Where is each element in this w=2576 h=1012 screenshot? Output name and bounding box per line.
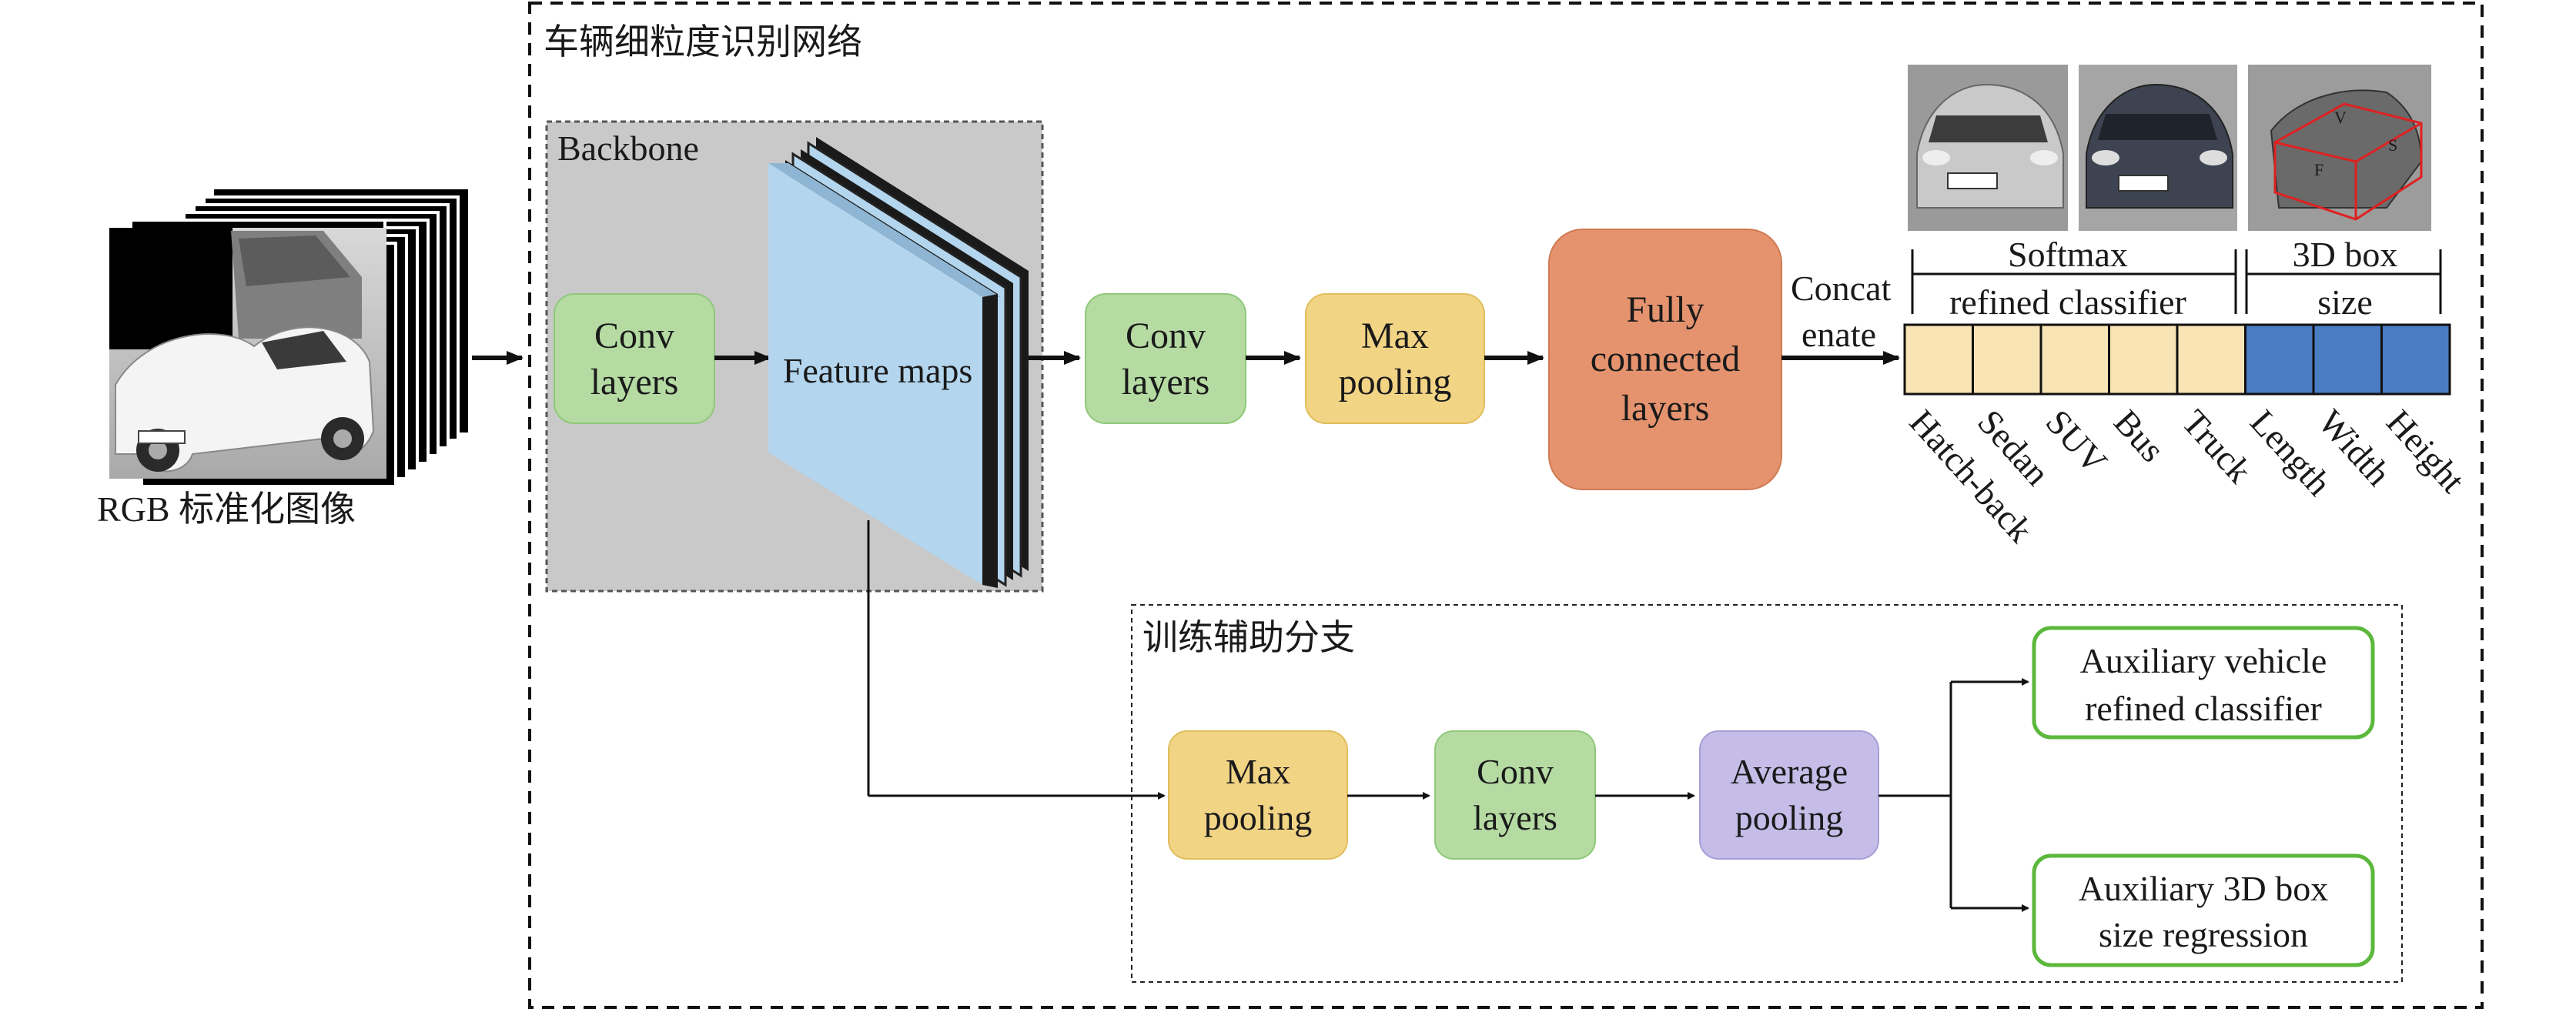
backbone-conv-block	[554, 293, 715, 424]
input-caption: RGB 标准化图像	[97, 489, 356, 529]
sample-label-f: F	[2314, 160, 2323, 179]
aux-branch-frame	[1131, 604, 2403, 983]
aux-avgpool-block	[1699, 730, 1879, 860]
aux-regression-output	[2032, 853, 2375, 967]
aux-branch-title: 训练辅助分支	[1142, 618, 1355, 657]
box-size-bracket	[2245, 249, 2442, 314]
sample-label-s: S	[2388, 135, 2397, 155]
fc-line1: Fully	[1626, 289, 1704, 330]
input-image-stack	[109, 189, 468, 488]
head-conv-line1: Conv	[1126, 316, 1206, 356]
backbone-conv-line2: layers	[590, 362, 679, 402]
backbone-title: Backbone	[557, 129, 699, 168]
feature-maps-stack	[768, 137, 1029, 588]
box-size-label-line1: 3D box	[2293, 235, 2398, 274]
aux-conv-block	[1434, 730, 1596, 860]
feature-maps-label: Feature maps	[783, 351, 973, 390]
backbone-conv-line1: Conv	[594, 316, 674, 356]
output-cell-hatch-back	[1903, 323, 1974, 396]
aux-split-connector	[1878, 682, 1952, 908]
aux-classifier-output	[2032, 626, 2375, 740]
aux-avgpool-line2: pooling	[1735, 798, 1844, 837]
aux-classifier-line1: Auxiliary vehicle	[2080, 641, 2327, 680]
head-conv-block	[1085, 293, 1246, 424]
sample-car-photo-2	[2079, 65, 2237, 231]
aux-regression-line2: size regression	[2099, 915, 2308, 954]
aux-maxpool-line1: Max	[1226, 752, 1290, 791]
main-network-frame	[528, 2, 2484, 1009]
softmax-label-line1: Softmax	[2008, 235, 2128, 274]
head-maxpool-block	[1305, 293, 1485, 424]
box-size-label-line2: size	[2317, 282, 2373, 322]
output-label-truck: Truck	[2175, 402, 2260, 491]
output-cell-sedan	[1972, 323, 2042, 396]
output-label-bus: Bus	[2106, 402, 2173, 469]
output-cell-height	[2380, 323, 2451, 396]
sample-label-v: V	[2334, 108, 2347, 127]
aux-maxpool-line2: pooling	[1204, 798, 1313, 837]
output-cell-bus	[2108, 323, 2179, 396]
sample-car-photo-3dbox: V S F	[2248, 65, 2431, 231]
head-conv-line2: layers	[1122, 362, 1210, 402]
fc-line3: layers	[1621, 388, 1710, 429]
aux-regression-line1: Auxiliary 3D box	[2079, 869, 2329, 908]
softmax-label-line2: refined classifier	[1949, 282, 2186, 322]
aux-classifier-line2: refined classifier	[2085, 689, 2322, 728]
aux-conv-line2: layers	[1473, 798, 1557, 837]
input-car-photo	[109, 228, 386, 479]
output-sample-images: V S F	[1908, 65, 2431, 231]
concat-line1: Concat	[1791, 269, 1892, 308]
head-maxpool-line1: Max	[1361, 316, 1429, 356]
output-cell-suv	[2039, 323, 2110, 396]
output-cell-length	[2244, 323, 2315, 396]
head-maxpool-line2: pooling	[1339, 362, 1452, 402]
fc-line2: connected	[1591, 339, 1741, 379]
aux-avgpool-line1: Average	[1731, 752, 1848, 791]
main-network-title: 车辆细粒度识别网络	[544, 22, 862, 62]
output-cell-width	[2312, 323, 2383, 396]
softmax-bracket	[1911, 249, 2237, 314]
concat-line2: enate	[1802, 315, 1876, 354]
aux-maxpool-block	[1168, 730, 1348, 860]
aux-conv-line1: Conv	[1477, 752, 1554, 791]
sample-car-photo-1	[1908, 65, 2068, 231]
output-cell-truck	[2176, 323, 2246, 396]
output-label-height: Height	[2379, 402, 2473, 500]
